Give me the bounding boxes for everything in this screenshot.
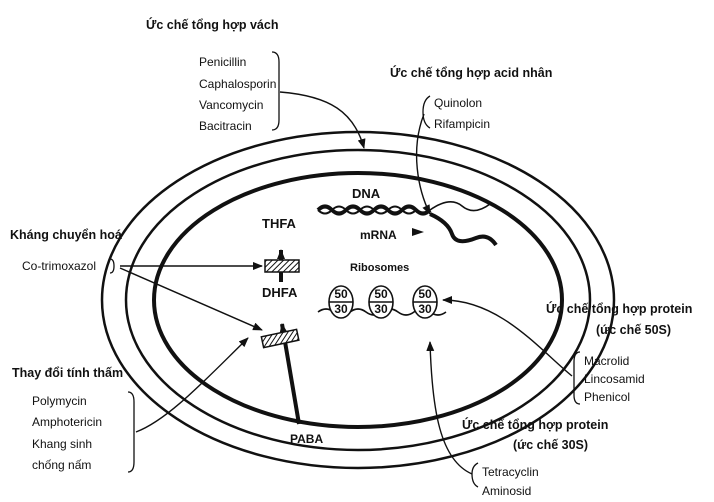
protein-30s-item: Tetracyclin bbox=[482, 465, 539, 479]
protein-50s-item: Macrolid bbox=[584, 354, 630, 368]
bracket-permeability bbox=[127, 391, 135, 473]
cell-wall-item: Penicillin bbox=[199, 55, 247, 69]
cell-wall-item: Vancomycin bbox=[199, 98, 264, 112]
ribosome-3 bbox=[412, 285, 438, 319]
cell-wall-item: Bacitracin bbox=[199, 119, 252, 133]
cytoplasmic-membrane bbox=[152, 171, 564, 429]
ribosome-30s-label: 30 bbox=[374, 302, 388, 316]
ribosome-2 bbox=[368, 285, 394, 319]
bracket-co-trimoxazol bbox=[109, 258, 115, 274]
thfa-label: THFA bbox=[262, 216, 296, 231]
protein-50s-item: Lincosamid bbox=[584, 372, 645, 386]
arrow-cell-wall bbox=[279, 91, 366, 149]
inhibition-block-membrane bbox=[260, 328, 300, 349]
dhfa-label: DHFA bbox=[262, 285, 298, 300]
dna-loop-icon bbox=[429, 201, 491, 212]
nucleic-acid-heading: Ức chế tổng hợp acid nhân bbox=[390, 66, 553, 80]
arrow-permeability bbox=[135, 337, 249, 433]
arrow-protein-50s bbox=[442, 296, 573, 377]
cell-wall-item: Caphalosporin bbox=[199, 77, 277, 91]
arrow-co-trimoxazol-dhfa bbox=[119, 267, 263, 331]
protein-50s-item: Phenicol bbox=[584, 390, 631, 404]
paba-label: PABA bbox=[290, 432, 324, 446]
cell-wall bbox=[124, 148, 592, 452]
nucleic-acid-item: Rifampicin bbox=[434, 117, 491, 131]
permeability-item: Khang sinh bbox=[32, 437, 93, 451]
bracket-protein-50s bbox=[573, 351, 581, 405]
nucleic-acid-item: Quinolon bbox=[434, 96, 483, 110]
arrow-nucleic-acid bbox=[415, 113, 431, 215]
protein-30s-item: Aminosid bbox=[482, 484, 532, 498]
ribosome-30s-label: 30 bbox=[418, 302, 432, 316]
protein-30s-heading: Ức chế tổng hợp protein bbox=[462, 418, 609, 432]
mrna-strand-icon bbox=[429, 212, 498, 247]
bracket-cell-wall bbox=[271, 51, 280, 131]
ribosome-30s-label: 30 bbox=[334, 302, 348, 316]
protein-50s-heading: Ức chế tổng hợp protein bbox=[546, 302, 693, 316]
dna-label: DNA bbox=[352, 186, 381, 201]
protein-50s-subheading: (ức chế 50S) bbox=[596, 323, 672, 337]
mrna-arrowhead-icon bbox=[412, 228, 424, 236]
ribosome-1 bbox=[328, 285, 354, 319]
protein-30s-subheading: (ức chế 30S) bbox=[513, 438, 589, 452]
cell-wall-heading: Ức chế tổng hợp vách bbox=[146, 18, 279, 32]
mrna-label: mRNA bbox=[360, 228, 397, 242]
permeability-item: Amphotericin bbox=[32, 415, 103, 429]
inhibition-block-thfa bbox=[264, 259, 300, 273]
bracket-protein-30s bbox=[471, 462, 479, 488]
antimetabolite-heading: Kháng chuyển hoá bbox=[10, 228, 122, 242]
bracket-nucleic-acid bbox=[422, 95, 431, 129]
antimetabolite-item: Co-trimoxazol bbox=[22, 259, 97, 273]
permeability-item: Polymycin bbox=[32, 394, 87, 408]
permeability-item: chống nấm bbox=[32, 458, 92, 472]
dna-strand-icon bbox=[317, 205, 417, 215]
ribosome-50s-label: 50 bbox=[334, 287, 348, 301]
ribosome-50s-label: 50 bbox=[374, 287, 388, 301]
ribosome-50s-label: 50 bbox=[418, 287, 432, 301]
ribosomes-label: Ribosomes bbox=[350, 262, 410, 274]
permeability-heading: Thay đổi tính thấm bbox=[12, 366, 124, 380]
arrow-protein-30s bbox=[426, 341, 473, 475]
